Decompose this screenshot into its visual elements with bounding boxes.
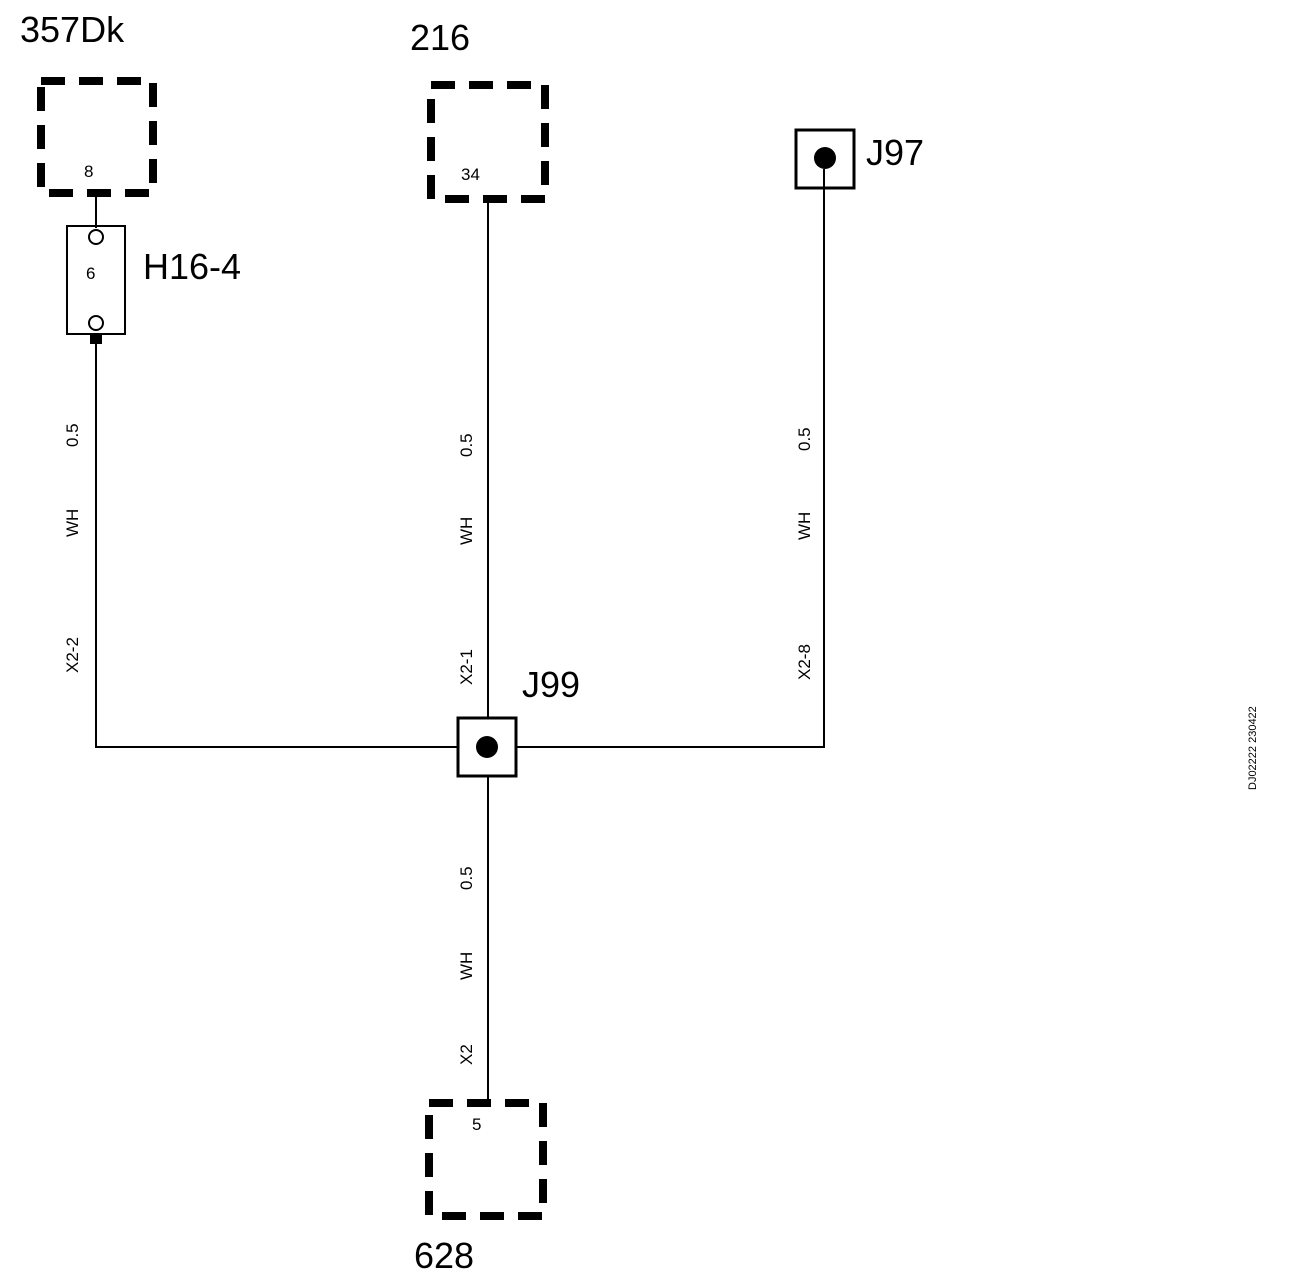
h16-4-label: H16-4 [143, 246, 241, 287]
wire-bottom-id: X2 [457, 1044, 476, 1065]
wire-right-labels: 0.5 WH X2-8 [795, 427, 814, 680]
component-216-box [427, 81, 549, 203]
h16-4-terminal-top [88, 229, 104, 245]
document-id: DJ02222 230422 [1247, 706, 1259, 790]
wire-left-size: 0.5 [63, 423, 82, 447]
wire-bottom-color: WH [457, 952, 476, 980]
j99-label: J99 [522, 664, 580, 705]
wire-left [95, 344, 458, 748]
component-357dk-pin: 8 [84, 162, 93, 181]
component-628-pin: 5 [472, 1115, 481, 1134]
wire-left-color: WH [63, 509, 82, 537]
wires [95, 169, 825, 1103]
h16-4-pin: 6 [86, 264, 95, 283]
j97-dot [814, 147, 836, 169]
wire-middle-size: 0.5 [457, 433, 476, 457]
wire-left-id: X2-2 [63, 637, 82, 673]
j97-label: J97 [866, 132, 924, 173]
wire-right-size: 0.5 [795, 427, 814, 451]
connector-h16-4: 6 H16-4 [66, 193, 241, 344]
component-628-label: 628 [414, 1235, 474, 1276]
junction-j97: J97 [794, 128, 924, 190]
component-628-box [425, 1099, 547, 1220]
wire-right [516, 169, 825, 748]
wire-bottom-size: 0.5 [457, 866, 476, 890]
wire-middle-id: X2-1 [457, 649, 476, 685]
wire-right-id: X2-8 [795, 644, 814, 680]
wire-bottom-labels: 0.5 WH X2 [457, 866, 476, 1065]
wire-right-color: WH [795, 512, 814, 540]
component-216: 216 34 [410, 17, 549, 203]
h16-4-wire-end [90, 334, 102, 344]
wire-middle-labels: 0.5 WH X2-1 [457, 433, 476, 685]
h16-4-terminal-bottom [88, 315, 104, 331]
component-357dk-label: 357Dk [20, 9, 125, 50]
component-357dk-box [37, 77, 157, 197]
junction-j99: J99 [456, 664, 580, 778]
component-628: 5 628 [414, 1099, 547, 1276]
wire-middle-color: WH [457, 517, 476, 545]
component-216-label: 216 [410, 17, 470, 58]
component-357dk: 357Dk 8 [20, 9, 157, 197]
j99-dot [476, 736, 498, 758]
wire-left-labels: 0.5 WH X2-2 [63, 423, 82, 673]
component-216-pin: 34 [461, 165, 480, 184]
